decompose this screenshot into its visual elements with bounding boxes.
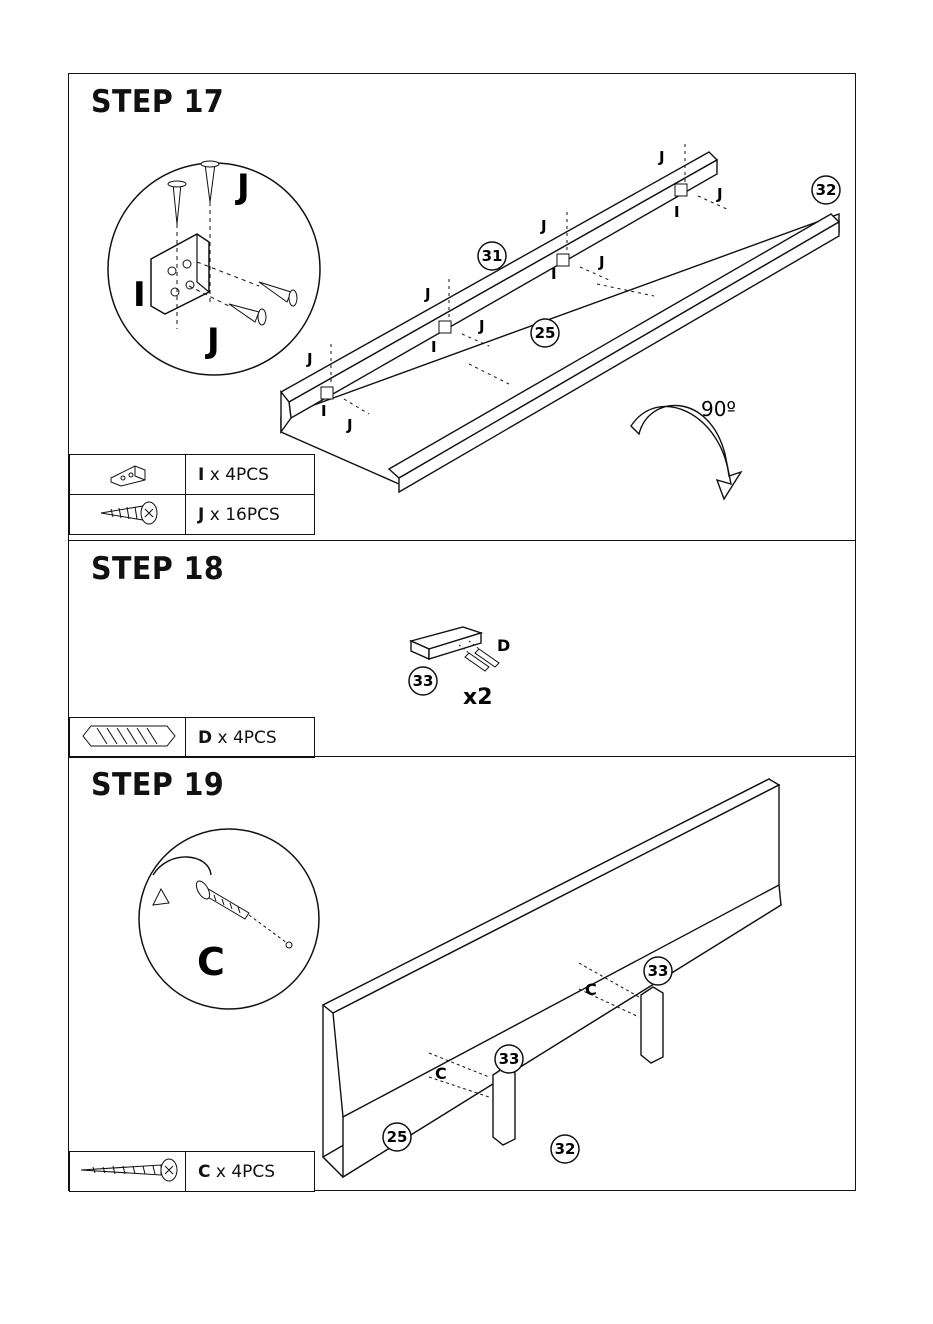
label-c: C: [585, 980, 597, 999]
svg-text:J: J: [346, 416, 353, 434]
svg-text:I: I: [551, 265, 557, 283]
label-i: I: [133, 275, 146, 315]
parts-qty: D x 4PCS: [186, 718, 315, 758]
step-17-panel: STEP 17: [69, 74, 855, 540]
step-18-parts-list: D x 4PCS: [69, 717, 315, 758]
instruction-page: STEP 17: [68, 73, 856, 1191]
parts-qty: I x 4PCS: [186, 455, 315, 495]
parts-row-j: J x 16PCS: [70, 495, 315, 535]
svg-text:I: I: [674, 203, 680, 221]
part-33-label: 33: [413, 672, 434, 690]
label-c: C: [435, 1064, 447, 1083]
step-19-diagram: C 33 33: [69, 757, 857, 1193]
label-c: C: [197, 940, 225, 984]
part-32-label: 32: [555, 1140, 576, 1158]
dowel-icons: [465, 649, 499, 671]
wooden-dowel-icon: [70, 718, 186, 758]
angle-label: 90º: [701, 397, 736, 421]
part-25-label: 25: [535, 324, 556, 342]
part-25-label: 25: [387, 1128, 408, 1146]
label-j: J: [205, 321, 220, 361]
part-32-label: 32: [816, 181, 837, 199]
svg-text:J: J: [424, 285, 431, 303]
label-j: J: [235, 167, 250, 207]
svg-text:J: J: [658, 148, 665, 166]
svg-text:J: J: [716, 185, 723, 203]
step-19-parts-list: C x 4PCS: [69, 1151, 315, 1192]
parts-row-d: D x 4PCS: [70, 718, 315, 758]
step-18-panel: STEP 18 33 D x2 D x 4PCS: [69, 540, 855, 756]
parts-qty: J x 16PCS: [186, 495, 315, 535]
long-screw-icon: [70, 1152, 186, 1192]
part-31-label: 31: [482, 247, 503, 265]
parts-row-c: C x 4PCS: [70, 1152, 315, 1192]
svg-text:J: J: [306, 350, 313, 368]
svg-text:I: I: [321, 402, 327, 420]
parts-row-i: I x 4PCS: [70, 455, 315, 495]
detail-magnifier: [139, 829, 319, 1009]
part-33-label: 33: [499, 1050, 520, 1068]
parts-qty: C x 4PCS: [186, 1152, 315, 1192]
label-d: D: [497, 636, 510, 655]
board-assembly: [323, 779, 781, 1177]
step-17-parts-list: I x 4PCS J x 16PCS: [69, 454, 315, 535]
short-screw-icon: [70, 495, 186, 535]
part-33-label: 33: [648, 962, 669, 980]
step-19-panel: STEP 19 C: [69, 756, 855, 1192]
board-assembly: [281, 152, 839, 492]
angle-bracket-icon: [70, 455, 186, 495]
multiplier-label: x2: [463, 685, 493, 710]
svg-text:J: J: [540, 217, 547, 235]
svg-text:J: J: [478, 317, 485, 335]
svg-text:J: J: [598, 253, 605, 271]
svg-text:I: I: [431, 338, 437, 356]
